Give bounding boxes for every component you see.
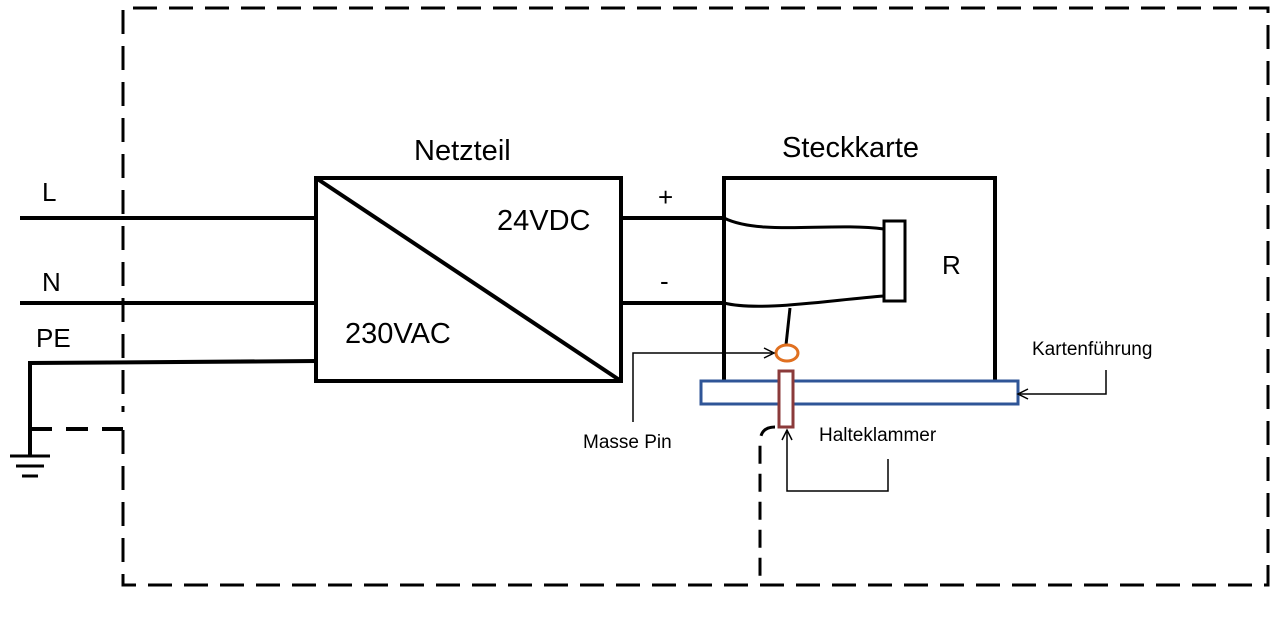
power-supply-diagonal [314, 176, 623, 383]
wire-minus [723, 294, 885, 308]
label-resistor: R [942, 250, 961, 280]
card-guide [699, 379, 1020, 406]
label-N: N [42, 267, 61, 297]
arrow-head-icon [763, 347, 776, 359]
wire-plus [723, 216, 885, 231]
label-L: L [42, 177, 56, 207]
label-PE: PE [36, 323, 71, 353]
label-steckkarte: Steckkarte [782, 132, 919, 164]
callout-masse-pin [632, 352, 772, 422]
ground-icon [10, 454, 50, 478]
ground-pin [774, 343, 800, 363]
line-PE [28, 359, 319, 455]
clip-dashed-link [758, 425, 776, 585]
label-24vdc: 24VDC [497, 205, 591, 237]
holding-clip [777, 369, 795, 429]
power-supply-box [314, 176, 623, 383]
label-minus: - [660, 266, 669, 296]
enclosure-outline [121, 6, 1270, 587]
label-halteklammer: Halteklammer [819, 425, 937, 446]
plugin-card-outline [722, 176, 997, 381]
resistor [882, 219, 907, 303]
callout-halteklammer [786, 432, 889, 492]
arrow-head-icon [781, 428, 793, 441]
label-kartenfuehrung: Kartenführung [1032, 339, 1152, 360]
label-masse-pin: Masse Pin [583, 432, 672, 453]
wire-ground-pin [784, 307, 792, 346]
label-netzteil: Netzteil [414, 135, 511, 167]
label-plus: + [658, 182, 673, 212]
label-230vac: 230VAC [345, 318, 451, 350]
callout-kartenfuehrung [1020, 370, 1107, 395]
arrow-head-icon [1016, 388, 1029, 400]
